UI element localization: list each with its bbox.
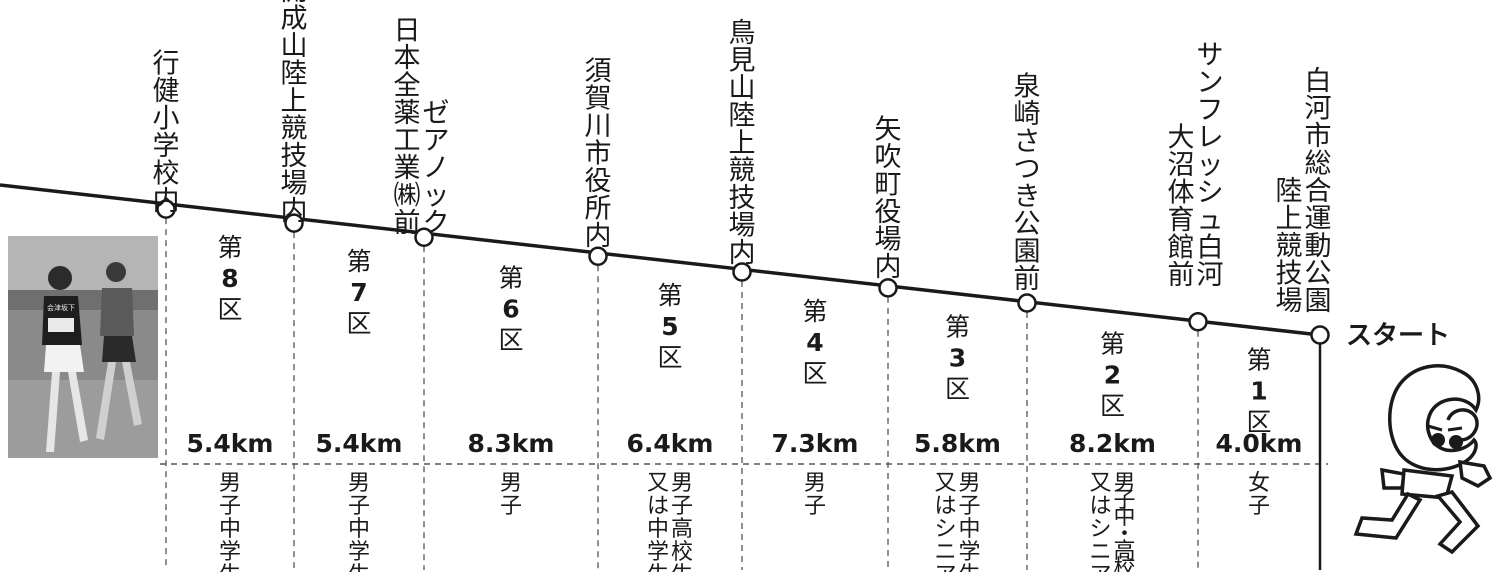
section-category: 男子 [804, 471, 826, 519]
relay-point-label: 泉崎さつき公園前 [1014, 72, 1041, 296]
relay-point-label: ゼアノック [423, 98, 450, 239]
relay-point-label: 陸上競技場 [1276, 176, 1303, 317]
relay-point-marker [1188, 311, 1208, 332]
section-category: 男子中学生 [219, 471, 241, 572]
section-distance: 7.3km [772, 429, 859, 458]
mascot-character [1353, 364, 1493, 555]
section-5: 第5区 6.4km 男子高校生又は中学生 [627, 281, 714, 572]
section-category: 又はシニア [934, 471, 956, 572]
relay-point-marker [588, 246, 608, 266]
section-category: 女子 [1248, 471, 1270, 519]
section-distance: 5.4km [316, 429, 403, 458]
section-category: 男子中・高校生 [1113, 471, 1135, 572]
section-distance: 5.4km [187, 429, 274, 458]
start-marker [1310, 325, 1330, 345]
section-distance: 6.4km [627, 429, 714, 458]
relay-point-marker [156, 199, 176, 219]
relay-point-label: 行健小学校内 [153, 49, 180, 218]
relay-point-marker [732, 262, 752, 282]
section-category: 又は中学生 [647, 471, 669, 572]
section-distance: 8.3km [468, 429, 555, 458]
relay-point-marker [414, 227, 434, 247]
photo-bib-text: 会津坂下 [47, 303, 75, 312]
section-category: 男子中学生 [348, 471, 370, 572]
start-label: スタート [1346, 321, 1450, 351]
runners-photo: 会津坂下 [8, 236, 158, 458]
relay-point-label: サンフレッシュ白河 [1197, 40, 1224, 291]
section-3: 第3区 5.8km 男子中学生又はシニア [914, 312, 1001, 572]
relay-point-label: 須賀川市役所内 [585, 56, 612, 252]
section-2: 第2区 8.2km 男子中・高校生又はシニア [1069, 329, 1156, 572]
relay-point-marker [1017, 293, 1037, 313]
section-category: 又はシニア [1089, 471, 1111, 572]
relay-point-marker [284, 213, 304, 233]
relay-point-marker [878, 278, 898, 298]
section-category: 男子中学生 [958, 471, 980, 572]
relay-point-label: 日本全薬工業㈱前 [394, 16, 421, 240]
relay-point-label: 大沼体育館前 [1168, 123, 1195, 292]
relay-point-label: 開成山陸上競技場内 [281, 0, 308, 227]
relay-point-label: 白河市総合運動公園 [1305, 66, 1332, 317]
relay-point-label: 矢吹町役場内 [875, 115, 902, 284]
section-distance: 5.8km [914, 429, 1001, 458]
section-distance: 4.0km [1216, 429, 1303, 458]
relay-point-label: 鳥見山陸上競技場内 [729, 18, 756, 269]
section-category: 男子高校生 [671, 471, 693, 572]
section-category: 男子 [500, 471, 522, 519]
course-line [0, 183, 1321, 337]
section-7: 第7区 5.4km 男子中学生 [316, 247, 403, 572]
section-distance: 8.2km [1069, 429, 1156, 458]
section-8: 第8区 5.4km 男子中学生 [187, 233, 274, 572]
